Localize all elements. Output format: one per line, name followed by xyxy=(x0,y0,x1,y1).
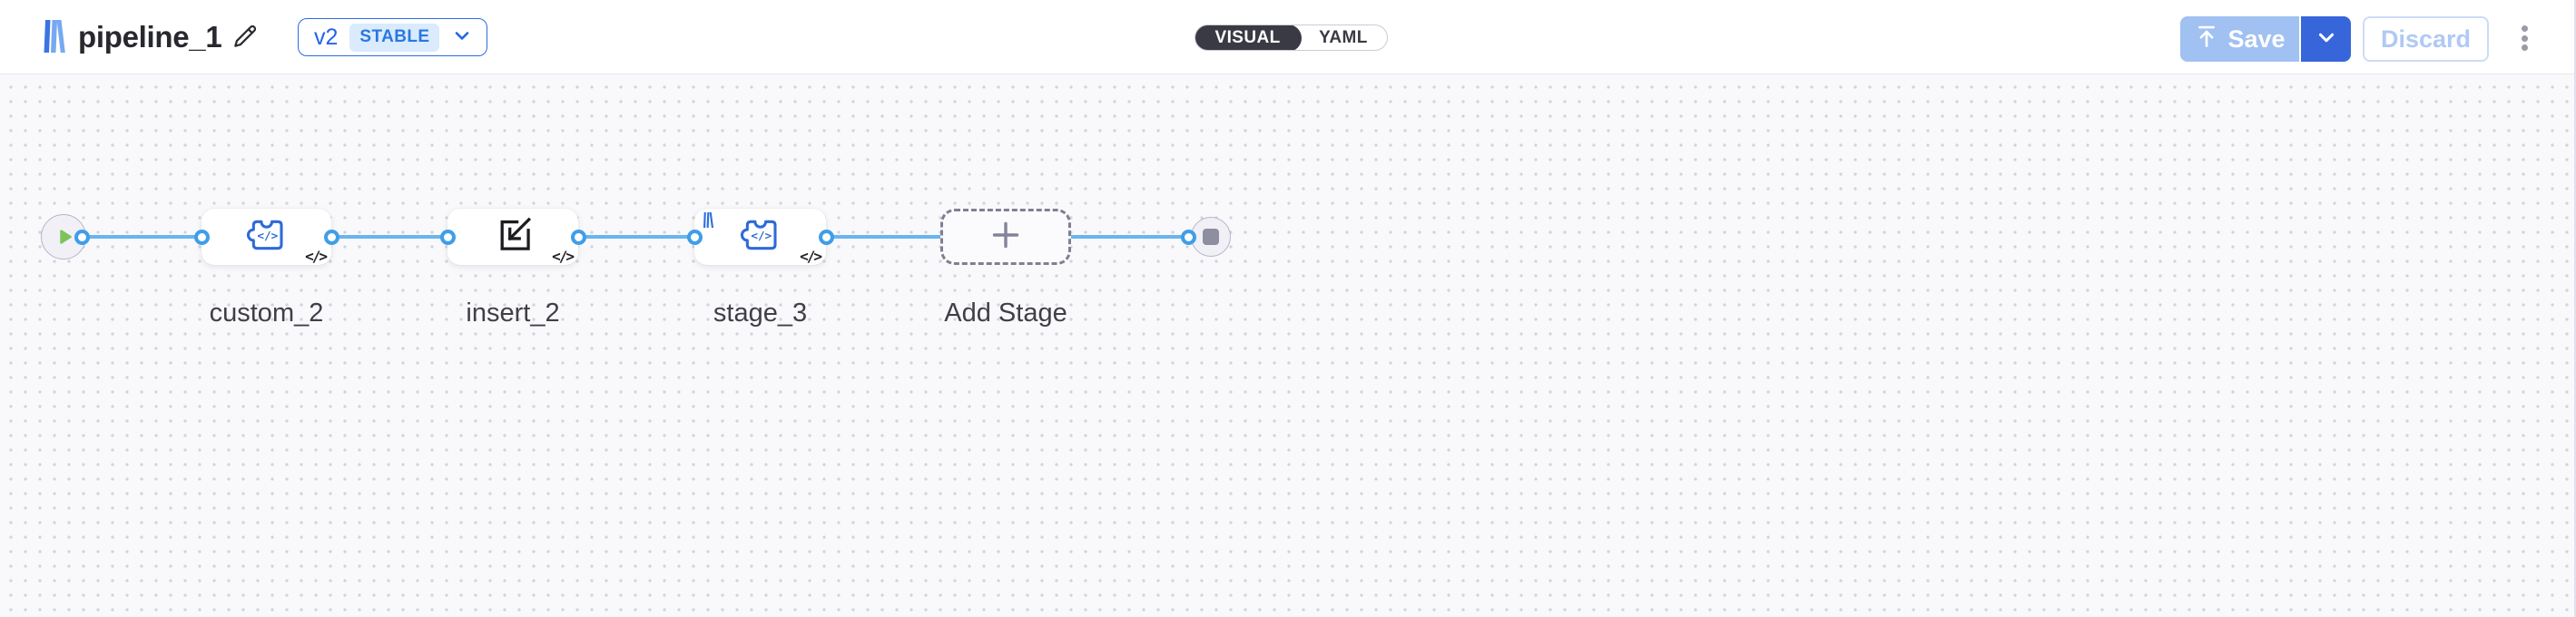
port-custom_2-out[interactable] xyxy=(323,229,339,245)
code-component-icon: </> xyxy=(245,217,289,258)
save-split-button: Save xyxy=(2180,16,2351,62)
pipeline-canvas[interactable]: </> </> custom_2 </> insert_2 xyxy=(0,74,2574,617)
save-button-label: Save xyxy=(2227,24,2286,53)
trigger-node[interactable] xyxy=(41,214,86,260)
arrow-up-to-line-icon xyxy=(2194,24,2219,55)
pipeline-title: pipeline_1 xyxy=(78,20,222,54)
node-add-stage: Add Stage xyxy=(940,209,1071,328)
play-icon xyxy=(54,226,76,248)
node-label-custom_2: custom_2 xyxy=(209,299,324,328)
edit-title-button[interactable] xyxy=(229,22,261,54)
code-badge: </> xyxy=(305,248,328,265)
code-component-icon: </> xyxy=(739,217,782,258)
more-options-button[interactable] xyxy=(2512,22,2536,54)
view-mode-toggle: VISUAL YAML xyxy=(1195,24,1388,51)
edge-start-custom_2 xyxy=(82,235,202,239)
node-card-custom_2[interactable]: </> </> xyxy=(202,209,331,265)
stop-icon xyxy=(1203,229,1219,245)
node-stage_3: </> </> stage_3 xyxy=(694,209,826,328)
node-card-insert_2[interactable]: </> xyxy=(447,209,578,265)
edge-custom_2-insert_2 xyxy=(331,235,447,239)
edge-insert_2-stage_3 xyxy=(578,235,694,239)
port-custom_2-in[interactable] xyxy=(193,229,210,245)
import-icon xyxy=(494,216,532,259)
svg-text:</>: </> xyxy=(257,228,278,241)
version-status-badge: STABLE xyxy=(349,23,440,52)
discard-button[interactable]: Discard xyxy=(2363,16,2489,62)
node-label-add-stage: Add Stage xyxy=(944,299,1067,328)
chevron-down-icon xyxy=(2315,25,2338,54)
code-badge: </> xyxy=(552,248,575,265)
port-end-in[interactable] xyxy=(1180,229,1196,245)
chevron-down-icon xyxy=(451,24,473,51)
kebab-menu-icon xyxy=(2521,25,2528,32)
code-badge: </> xyxy=(800,248,822,265)
port-stage_3-out[interactable] xyxy=(818,229,834,245)
plus-icon xyxy=(988,217,1024,258)
node-card-stage_3[interactable]: </> </> xyxy=(694,209,826,265)
instill-logo-icon[interactable] xyxy=(40,18,65,54)
header-bar: pipeline_1 v2 STABLE VISUAL YAML xyxy=(0,0,2574,74)
instill-logo-mini-icon xyxy=(701,211,714,229)
node-label-stage_3: stage_3 xyxy=(713,299,808,328)
toggle-yaml[interactable]: YAML xyxy=(1319,27,1368,47)
save-options-button[interactable] xyxy=(2299,16,2351,62)
node-insert_2: </> insert_2 xyxy=(447,209,578,328)
port-start-out[interactable] xyxy=(74,229,90,245)
pencil-icon xyxy=(231,22,260,55)
version-selector[interactable]: v2 STABLE xyxy=(298,18,488,56)
port-stage_3-in[interactable] xyxy=(686,229,703,245)
port-insert_2-in[interactable] xyxy=(439,229,456,245)
discard-button-label: Discard xyxy=(2380,24,2472,53)
save-button[interactable]: Save xyxy=(2180,16,2299,62)
port-insert_2-out[interactable] xyxy=(570,229,586,245)
version-label: v2 xyxy=(314,24,339,50)
node-custom_2: </> </> custom_2 xyxy=(202,209,331,328)
node-label-insert_2: insert_2 xyxy=(466,299,560,328)
stop-node[interactable] xyxy=(1191,217,1231,257)
toggle-visual[interactable]: VISUAL xyxy=(1195,25,1302,50)
add-stage-button[interactable] xyxy=(940,209,1071,265)
svg-text:</>: </> xyxy=(751,228,772,241)
